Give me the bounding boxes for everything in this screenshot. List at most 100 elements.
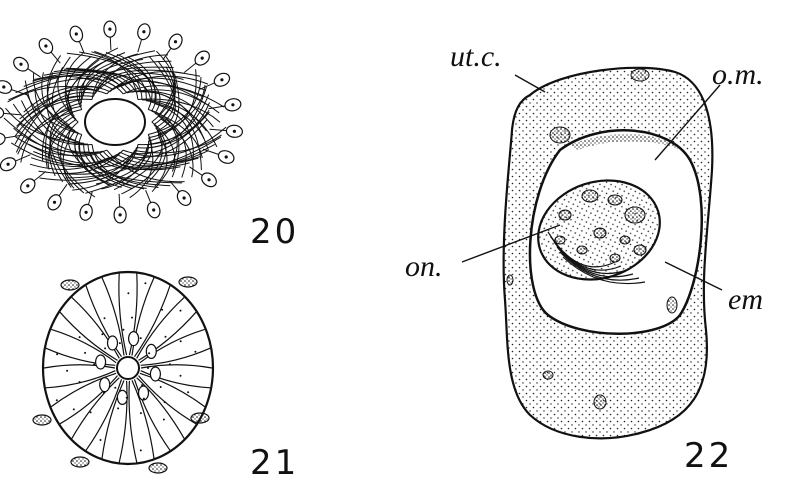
granule [148,352,150,354]
gland-cell-nucleus [85,211,88,214]
label-em: em [728,283,763,317]
embryo-nucleus [625,207,645,223]
granule [160,386,162,388]
granule [84,352,86,354]
gland-cell-nucleus [7,163,10,166]
gland-cell-nucleus [183,196,186,199]
granule [141,384,143,386]
gland-cell-nucleus [152,208,155,211]
label-om: o.m. [712,58,764,92]
granule [147,367,149,369]
cell-nucleus [100,378,110,392]
granule [119,342,121,344]
granule [79,336,81,338]
granule [90,411,92,413]
central-pore [117,357,139,379]
gland-cell-nucleus [233,130,236,133]
gland-cell-nucleus [19,63,22,66]
embryo-nucleus [610,254,620,262]
gland-cell-nucleus [119,213,122,216]
embryo-nucleus [608,195,622,205]
label-on: on. [405,250,443,284]
leader-utc [515,75,545,92]
surface-cell [61,280,79,290]
surface-cell [191,413,209,423]
granule [100,439,102,441]
granule [180,340,182,342]
gland-cell [0,106,4,120]
gland-cell-nucleus [75,32,78,35]
cytoplasm-inclusion [667,297,677,313]
cell-nucleus [129,332,139,346]
embryo-nucleus [555,236,565,244]
gland-cell [0,132,6,147]
granule [187,391,189,393]
granule [131,317,133,319]
cell-nucleus [146,344,156,358]
cell-nucleus [96,355,106,369]
granule [93,364,95,366]
granule [163,419,165,421]
cell-nucleus [108,336,118,350]
cytoplasm-inclusion [631,69,649,81]
granule [103,392,105,394]
gland-cell-nucleus [108,28,111,31]
gland-cell-nucleus [225,155,228,158]
figure-21-drawing [33,272,213,473]
figure-22-number: 22 [684,436,733,476]
embryo-nucleus [582,190,598,202]
granule [165,336,167,338]
figure-21-number: 21 [250,443,299,483]
embryo-nucleus [577,246,587,254]
granule [101,333,103,335]
gland-cell-nucleus [174,40,177,43]
cell-nucleus [150,367,160,381]
granule [56,353,58,355]
granule [79,381,81,383]
granule [104,317,106,319]
surface-cell [179,277,197,287]
surface-cell [71,457,89,467]
gland-cell-nucleus [231,103,234,106]
granule [117,407,119,409]
granule [140,337,142,339]
granule [164,401,166,403]
cytoplasm-inclusion [507,275,513,285]
label-utc: ut.c. [450,40,502,74]
gland-cell-nucleus [2,85,5,88]
central-lumen [85,99,145,145]
granule [73,408,75,410]
gland-cell-nucleus [220,78,223,81]
surface-cell [33,415,51,425]
granule [66,370,68,372]
granule [161,309,163,311]
embryo-nucleus [559,210,571,220]
gland-cell-nucleus [53,201,56,204]
granule [169,363,171,365]
granule [180,310,182,312]
embryo-nucleus [620,236,630,244]
granule [144,282,146,284]
surface-cell [149,463,167,473]
granule [194,351,196,353]
gland-cell-nucleus [44,44,47,47]
granule [143,398,145,400]
gland-cell-nucleus [26,184,29,187]
gland-cell-nucleus [142,30,145,33]
granule [140,449,142,451]
cytoplasm-inclusion [594,395,606,409]
cytoplasm-inclusion [550,127,570,143]
gland-cell-nucleus [201,57,204,60]
granule [104,347,106,349]
granule [114,387,116,389]
gland-cell-nucleus [207,178,210,181]
gland-cell [0,78,13,95]
granule [180,375,182,377]
figure-22-drawing [462,68,722,439]
granule [140,412,142,414]
granule [56,399,58,401]
cytoplasm-inclusion [543,371,553,379]
granule [127,292,129,294]
embryo-nucleus [594,228,606,238]
